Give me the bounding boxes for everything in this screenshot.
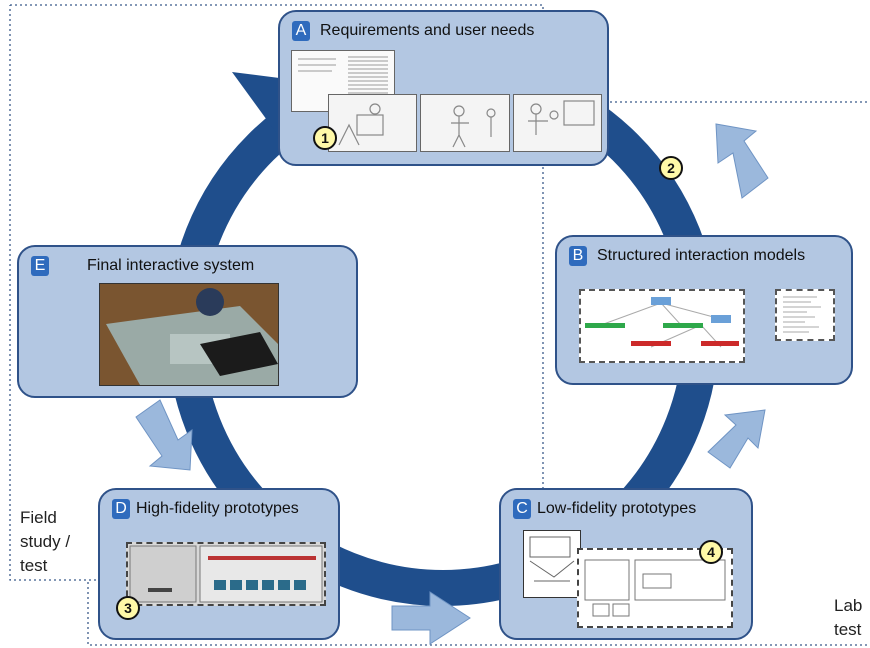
paper-sketch-thumbnail	[523, 530, 581, 598]
step-c-letter: C	[513, 499, 531, 519]
model-graph	[585, 297, 739, 348]
interaction-model-diagram	[579, 289, 745, 363]
step-e-box: E Final interactive system	[17, 245, 358, 398]
step-c-header: C Low-fidelity prototypes	[513, 499, 696, 519]
lab-test-label-line-1: Lab	[834, 596, 863, 615]
flow-arrow-c-to-b	[707, 409, 766, 469]
sketch-drawing	[338, 103, 384, 146]
step-a-letter: A	[292, 21, 310, 41]
sketch-thumbnail-2	[420, 94, 510, 152]
step-b-letter: B	[569, 246, 587, 266]
lab-test-label-line-2: test	[834, 620, 862, 639]
lab-test-label: Lab test	[834, 594, 862, 642]
marker-3: 3	[116, 596, 140, 620]
step-c-title: Low-fidelity prototypes	[537, 500, 697, 517]
sketch-thumbnail-1	[328, 94, 417, 152]
step-b-header: B Structured interaction models	[569, 246, 805, 266]
sketch-drawing	[529, 536, 575, 582]
final-system-photo	[99, 283, 279, 386]
photo-placeholder	[100, 284, 278, 385]
field-study-label-line-1: Field	[20, 508, 57, 527]
step-d-box: D High-fidelity prototypes 3	[98, 488, 340, 640]
prototype-ui	[129, 545, 323, 603]
step-a-title: Requirements and user needs	[320, 22, 535, 39]
step-b-box: B Structured interaction models	[555, 235, 853, 385]
lab-region-border-bottom	[87, 582, 870, 646]
field-region-border	[9, 4, 544, 581]
step-a-box: A Requirements and user needs 1	[278, 10, 609, 166]
text-lines	[783, 296, 821, 333]
flow-arrow-d-to-c	[391, 591, 471, 645]
field-study-label-line-3: test	[20, 556, 48, 575]
interaction-model-text	[775, 289, 835, 341]
step-e-header: E Final interactive system	[31, 256, 254, 276]
field-study-label-line-2: study /	[20, 532, 71, 551]
sketch-drawing	[528, 100, 595, 135]
step-d-letter: D	[112, 499, 130, 519]
step-e-title: Final interactive system	[87, 257, 255, 274]
flow-arrow-icon	[135, 123, 769, 645]
step-b-title: Structured interaction models	[597, 247, 806, 264]
field-study-label: Field study / test	[20, 506, 70, 578]
flow-arrow-b-to-a	[715, 123, 769, 199]
marker-1: 1	[313, 126, 337, 150]
marker-4: 4	[699, 540, 723, 564]
marker-2: 2	[659, 156, 683, 180]
high-fidelity-prototype-screenshot	[126, 542, 326, 606]
step-e-letter: E	[31, 256, 49, 276]
wireframe-ui	[584, 559, 726, 617]
step-d-title: High-fidelity prototypes	[136, 500, 299, 517]
sketch-thumbnail-3	[513, 94, 602, 152]
sketch-drawing	[451, 105, 496, 148]
step-a-header: A Requirements and user needs	[292, 21, 534, 41]
step-d-header: D High-fidelity prototypes	[112, 499, 299, 519]
flow-arrow-e-to-d	[135, 399, 193, 471]
step-c-box: C Low-fidelity prototypes 4	[499, 488, 753, 640]
